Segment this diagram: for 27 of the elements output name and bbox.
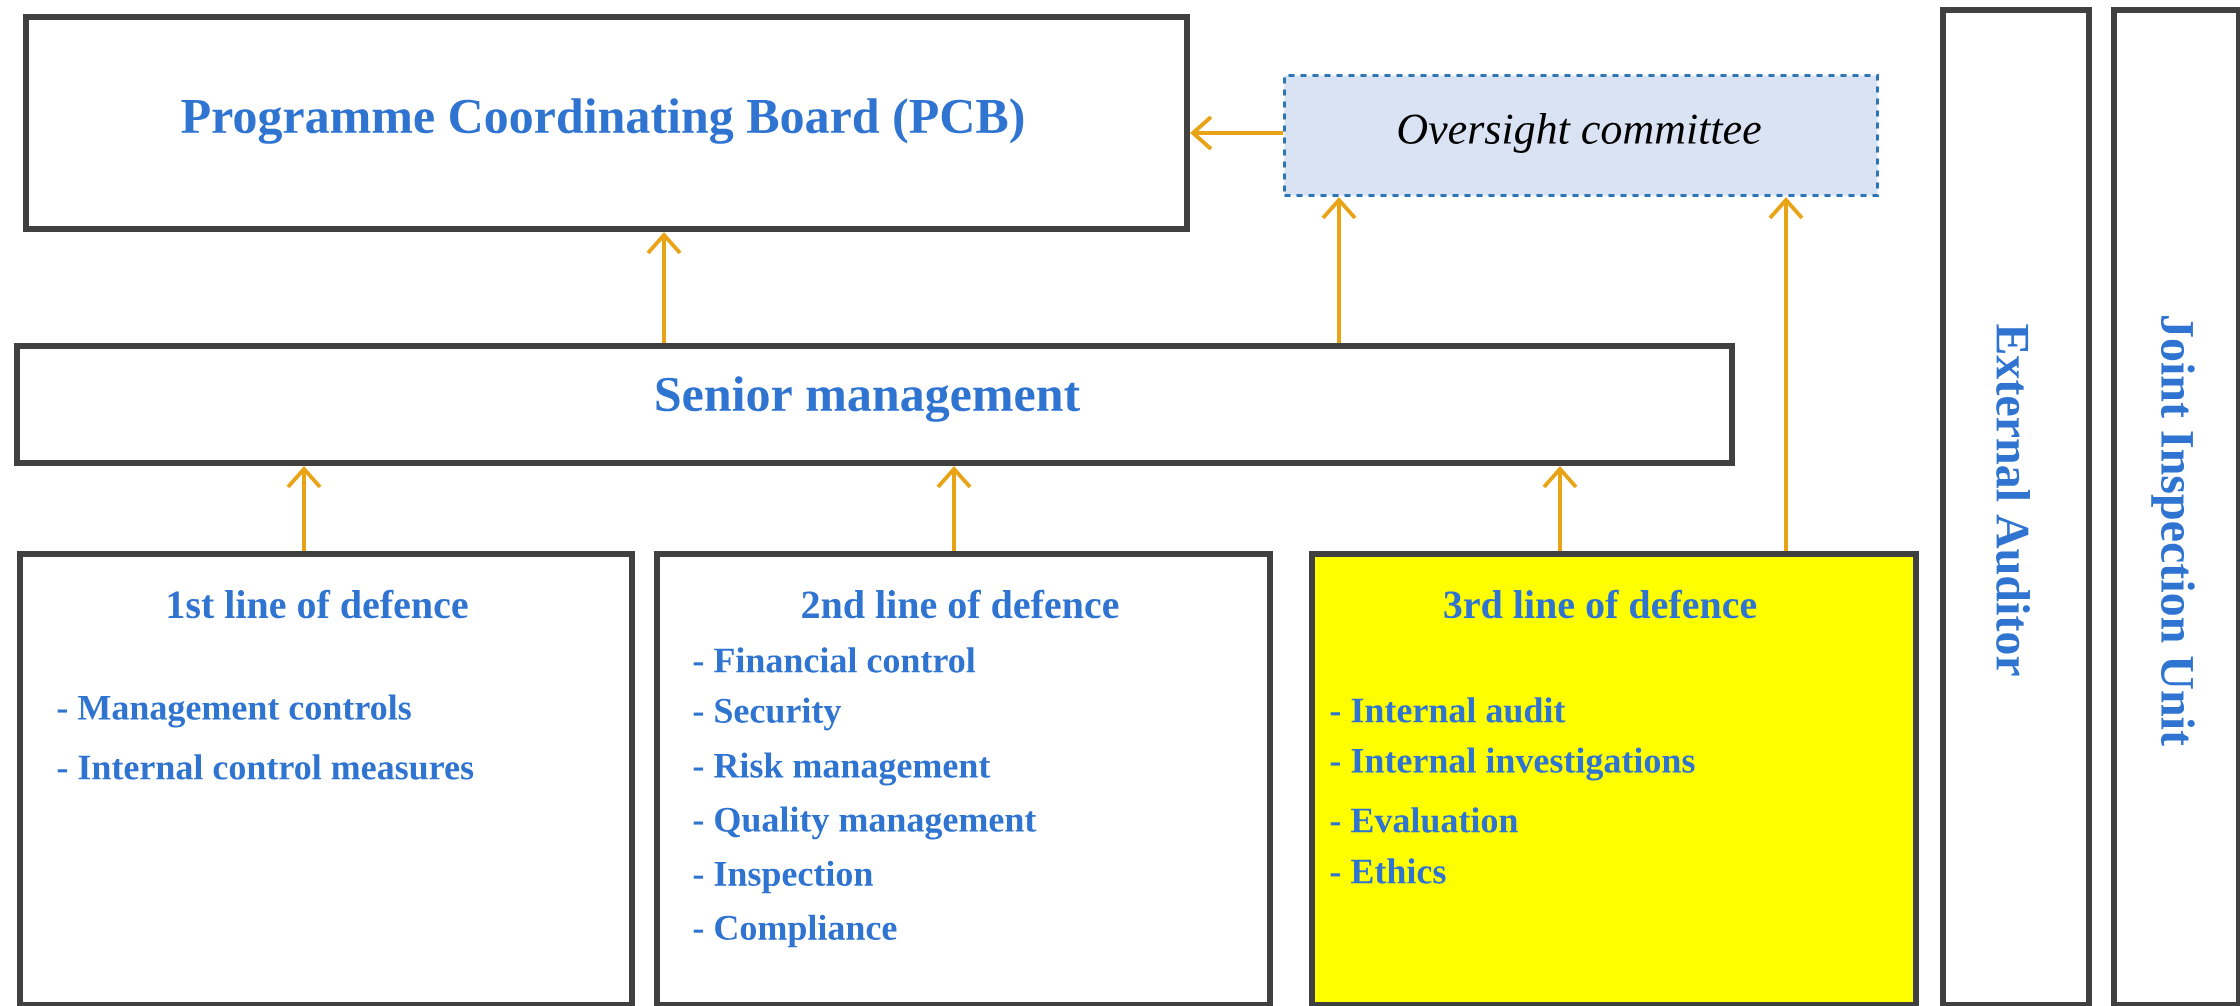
vertical-label: Joint Inspection Unit (2151, 316, 2195, 746)
list-item: - Management controls (57, 694, 411, 728)
box-heading: 3rd line of defence (1444, 589, 1757, 619)
list-item: - Financial control (693, 647, 976, 673)
box-title: Senior management (656, 376, 1080, 422)
arrow (1321, 197, 1357, 343)
box-title: Programme Coordinating Board (PCB) (181, 98, 1024, 144)
arrow (286, 466, 322, 551)
arrow (936, 466, 972, 551)
arrow (1768, 197, 1804, 551)
list-item: - Evaluation (1330, 807, 1518, 833)
list-item: - Ethics (1330, 858, 1446, 884)
list-item: - Internal audit (1330, 697, 1566, 723)
list-item: - Quality management (693, 806, 1037, 840)
list-item: - Compliance (693, 914, 897, 948)
list-item: - Risk management (693, 752, 991, 786)
arrow (1542, 466, 1578, 551)
box-title: Oversight committee (1398, 113, 1761, 153)
vertical-label: External Auditor (1996, 324, 2030, 676)
list-item: - Internal investigations (1330, 747, 1695, 781)
box-heading: 1st line of defence (168, 589, 468, 619)
list-item: - Inspection (693, 860, 873, 894)
list-item: - Security (693, 697, 842, 731)
box-heading: 2nd line of defence (802, 589, 1119, 619)
list-item: - Internal control measures (57, 754, 474, 780)
arrow (1190, 115, 1283, 151)
arrow (646, 232, 682, 343)
